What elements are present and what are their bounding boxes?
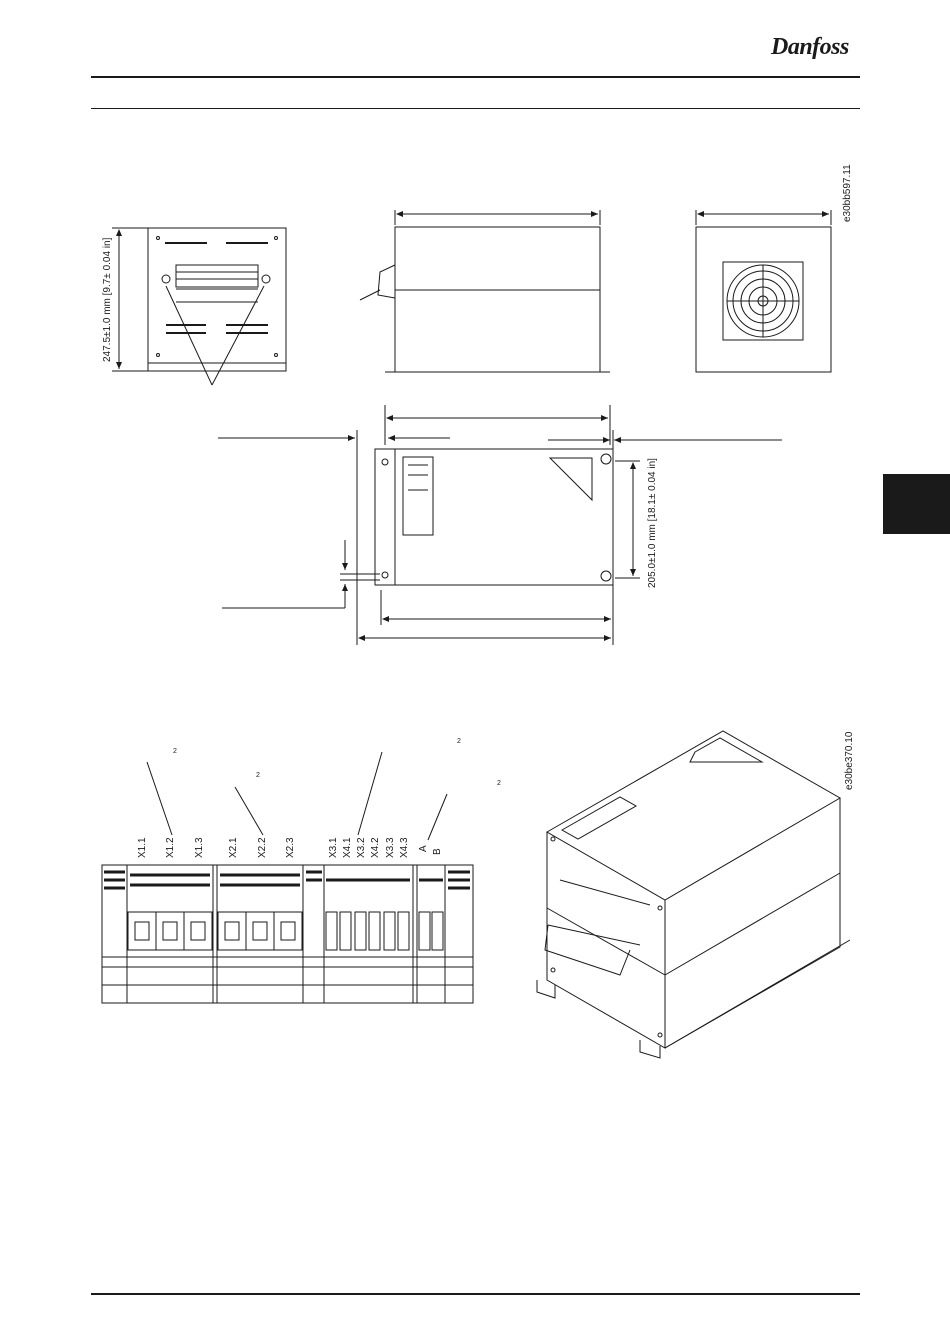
isometric-unit-view — [537, 731, 850, 1058]
terminal-leader-lines — [147, 752, 447, 840]
